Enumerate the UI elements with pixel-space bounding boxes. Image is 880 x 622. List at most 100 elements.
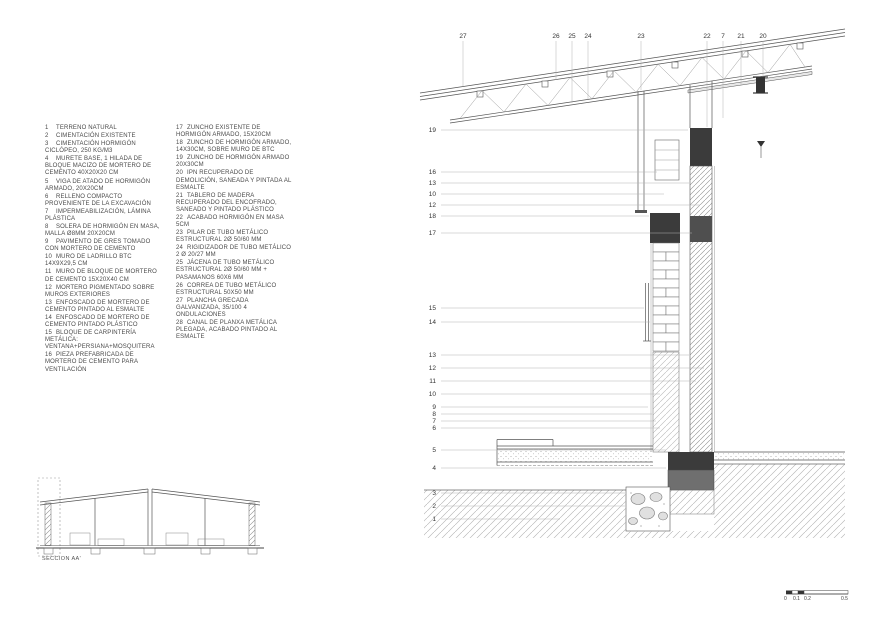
- callout-number: 4: [432, 465, 436, 472]
- btc-brick: [665, 269, 680, 280]
- level-marker: [757, 141, 765, 158]
- callout-number: 12: [429, 365, 437, 372]
- legend-item-text: PILAR DE TUBO METÁLICO ESTRUCTURAL 2Ø 50…: [176, 230, 269, 244]
- legend-item-number: 9: [45, 239, 49, 246]
- window-frame: [643, 283, 651, 342]
- callout-number: 2: [432, 503, 436, 510]
- callout-number: 14: [429, 319, 437, 326]
- btc-brick: [652, 341, 667, 352]
- btc-brick: [652, 251, 667, 262]
- callout-number: 10: [429, 391, 437, 398]
- legend-item-text: ZUNCHO DE HORMIGÓN ARMADO, 14X30CM, SOBR…: [176, 140, 292, 154]
- detail-locator-box: [37, 477, 61, 557]
- callout-number: 18: [429, 213, 437, 220]
- btc-brick: [665, 323, 680, 334]
- callout-number: 8: [432, 411, 436, 418]
- legend-item-number: 10: [45, 254, 52, 261]
- legend-item-number: 22: [176, 214, 183, 221]
- inner-wall-leaf: [652, 351, 680, 453]
- callout-number: 13: [429, 352, 437, 359]
- legend-item-text: CANAL DE PLANXA METÁLICA PLEGADA, ACABAD…: [176, 320, 278, 341]
- legend-item-number: 1: [45, 125, 49, 131]
- legend-item-text: ACABADO HORMIGÓN EN MASA 5CM: [176, 214, 284, 229]
- foundation: [625, 452, 715, 532]
- btc-brick: [652, 278, 680, 289]
- legend-item-number: 5: [45, 178, 49, 185]
- legend-item-text: RIGIDIZADOR DE TUBO METÁLICO 2 Ø 20/27 M…: [176, 245, 292, 259]
- btc-brick: [652, 305, 667, 316]
- btc-brick: [652, 323, 667, 334]
- zuncho-17: [690, 216, 712, 242]
- floor-step: [497, 439, 554, 446]
- legend-item-text: CORREA DE TUBO METÁLICO ESTRUCTURAL 50X5…: [176, 282, 277, 296]
- legend-item-number: 13: [45, 299, 52, 306]
- legend-item-number: 14: [45, 314, 52, 321]
- legend-item-text: MURO DE BLOQUE DE MORTERO DE CEMENTO 15X…: [45, 269, 157, 283]
- section-end-wall-left: [44, 502, 52, 546]
- legend-item-text: CIMENTACIÓN HORMIGÓN CICLÓPEO, 250 KG/M3: [45, 141, 136, 155]
- btc-brick-wall: [652, 242, 680, 352]
- base-course-4: [667, 469, 715, 491]
- callout-number: 22: [703, 33, 711, 40]
- legend-item-number: 25: [176, 260, 183, 267]
- btc-brick: [652, 332, 680, 343]
- exterior-pavement-stipple: [714, 452, 845, 460]
- legend-item-number: 28: [176, 320, 183, 327]
- legend-item-number: 2: [45, 133, 49, 140]
- legend-item-number: 15: [45, 330, 52, 337]
- callout-number: 1: [432, 516, 436, 523]
- legend-item: 1 TERRENO NATURAL: [45, 125, 163, 132]
- ipn-profile: [753, 76, 768, 94]
- legend-item-text: MURO DE LADRILLO BTC 14X9X29,5 CM: [45, 254, 132, 268]
- callout-number: 6: [432, 425, 436, 432]
- legend-item-number: 4: [45, 156, 49, 163]
- callout-number: 19: [429, 127, 437, 134]
- legend-item-number: 18: [176, 140, 183, 147]
- legend-item-number: 19: [176, 155, 183, 162]
- btc-brick: [665, 305, 680, 316]
- legend-item-number: 24: [176, 245, 183, 252]
- zuncho-18: [650, 213, 680, 243]
- steel-beam: [449, 65, 813, 124]
- legend-item-text: BLOQUE DE CARPINTERÍA METÁLICA: VENTANA+…: [45, 330, 155, 351]
- callout-number: 15: [429, 305, 437, 312]
- btc-brick: [652, 269, 667, 280]
- callout-number: 21: [737, 33, 745, 40]
- legend-item-number: 6: [45, 193, 49, 200]
- legend-item-text: IPN RECUPERADO DE DEMOLICIÓN, SANEADA Y …: [176, 170, 292, 191]
- legend-item-text: MORTERO PIGMENTADO SOBRE MUROS EXTERIORE…: [45, 284, 155, 298]
- legend-item-number: 3: [45, 141, 49, 148]
- scalebar-label: 0.2: [804, 596, 811, 602]
- legend-item-text: MURETE BASE, 1 HILADA DE BLOQUE MACIZO D…: [45, 156, 152, 177]
- section-foundations: [43, 547, 258, 555]
- legend-item-text: JÁCENA DE TUBO METÁLICO ESTRUCTURAL 2Ø 5…: [176, 260, 275, 281]
- legend-item-number: 8: [45, 224, 49, 231]
- callout-number: 20: [759, 33, 767, 40]
- legend-item-number: 12: [45, 284, 52, 291]
- callout-number: 13: [429, 180, 437, 187]
- existing-foundation-2: [667, 489, 715, 515]
- legend-item-text: TERRENO NATURAL: [56, 125, 117, 131]
- btc-brick: [652, 260, 680, 271]
